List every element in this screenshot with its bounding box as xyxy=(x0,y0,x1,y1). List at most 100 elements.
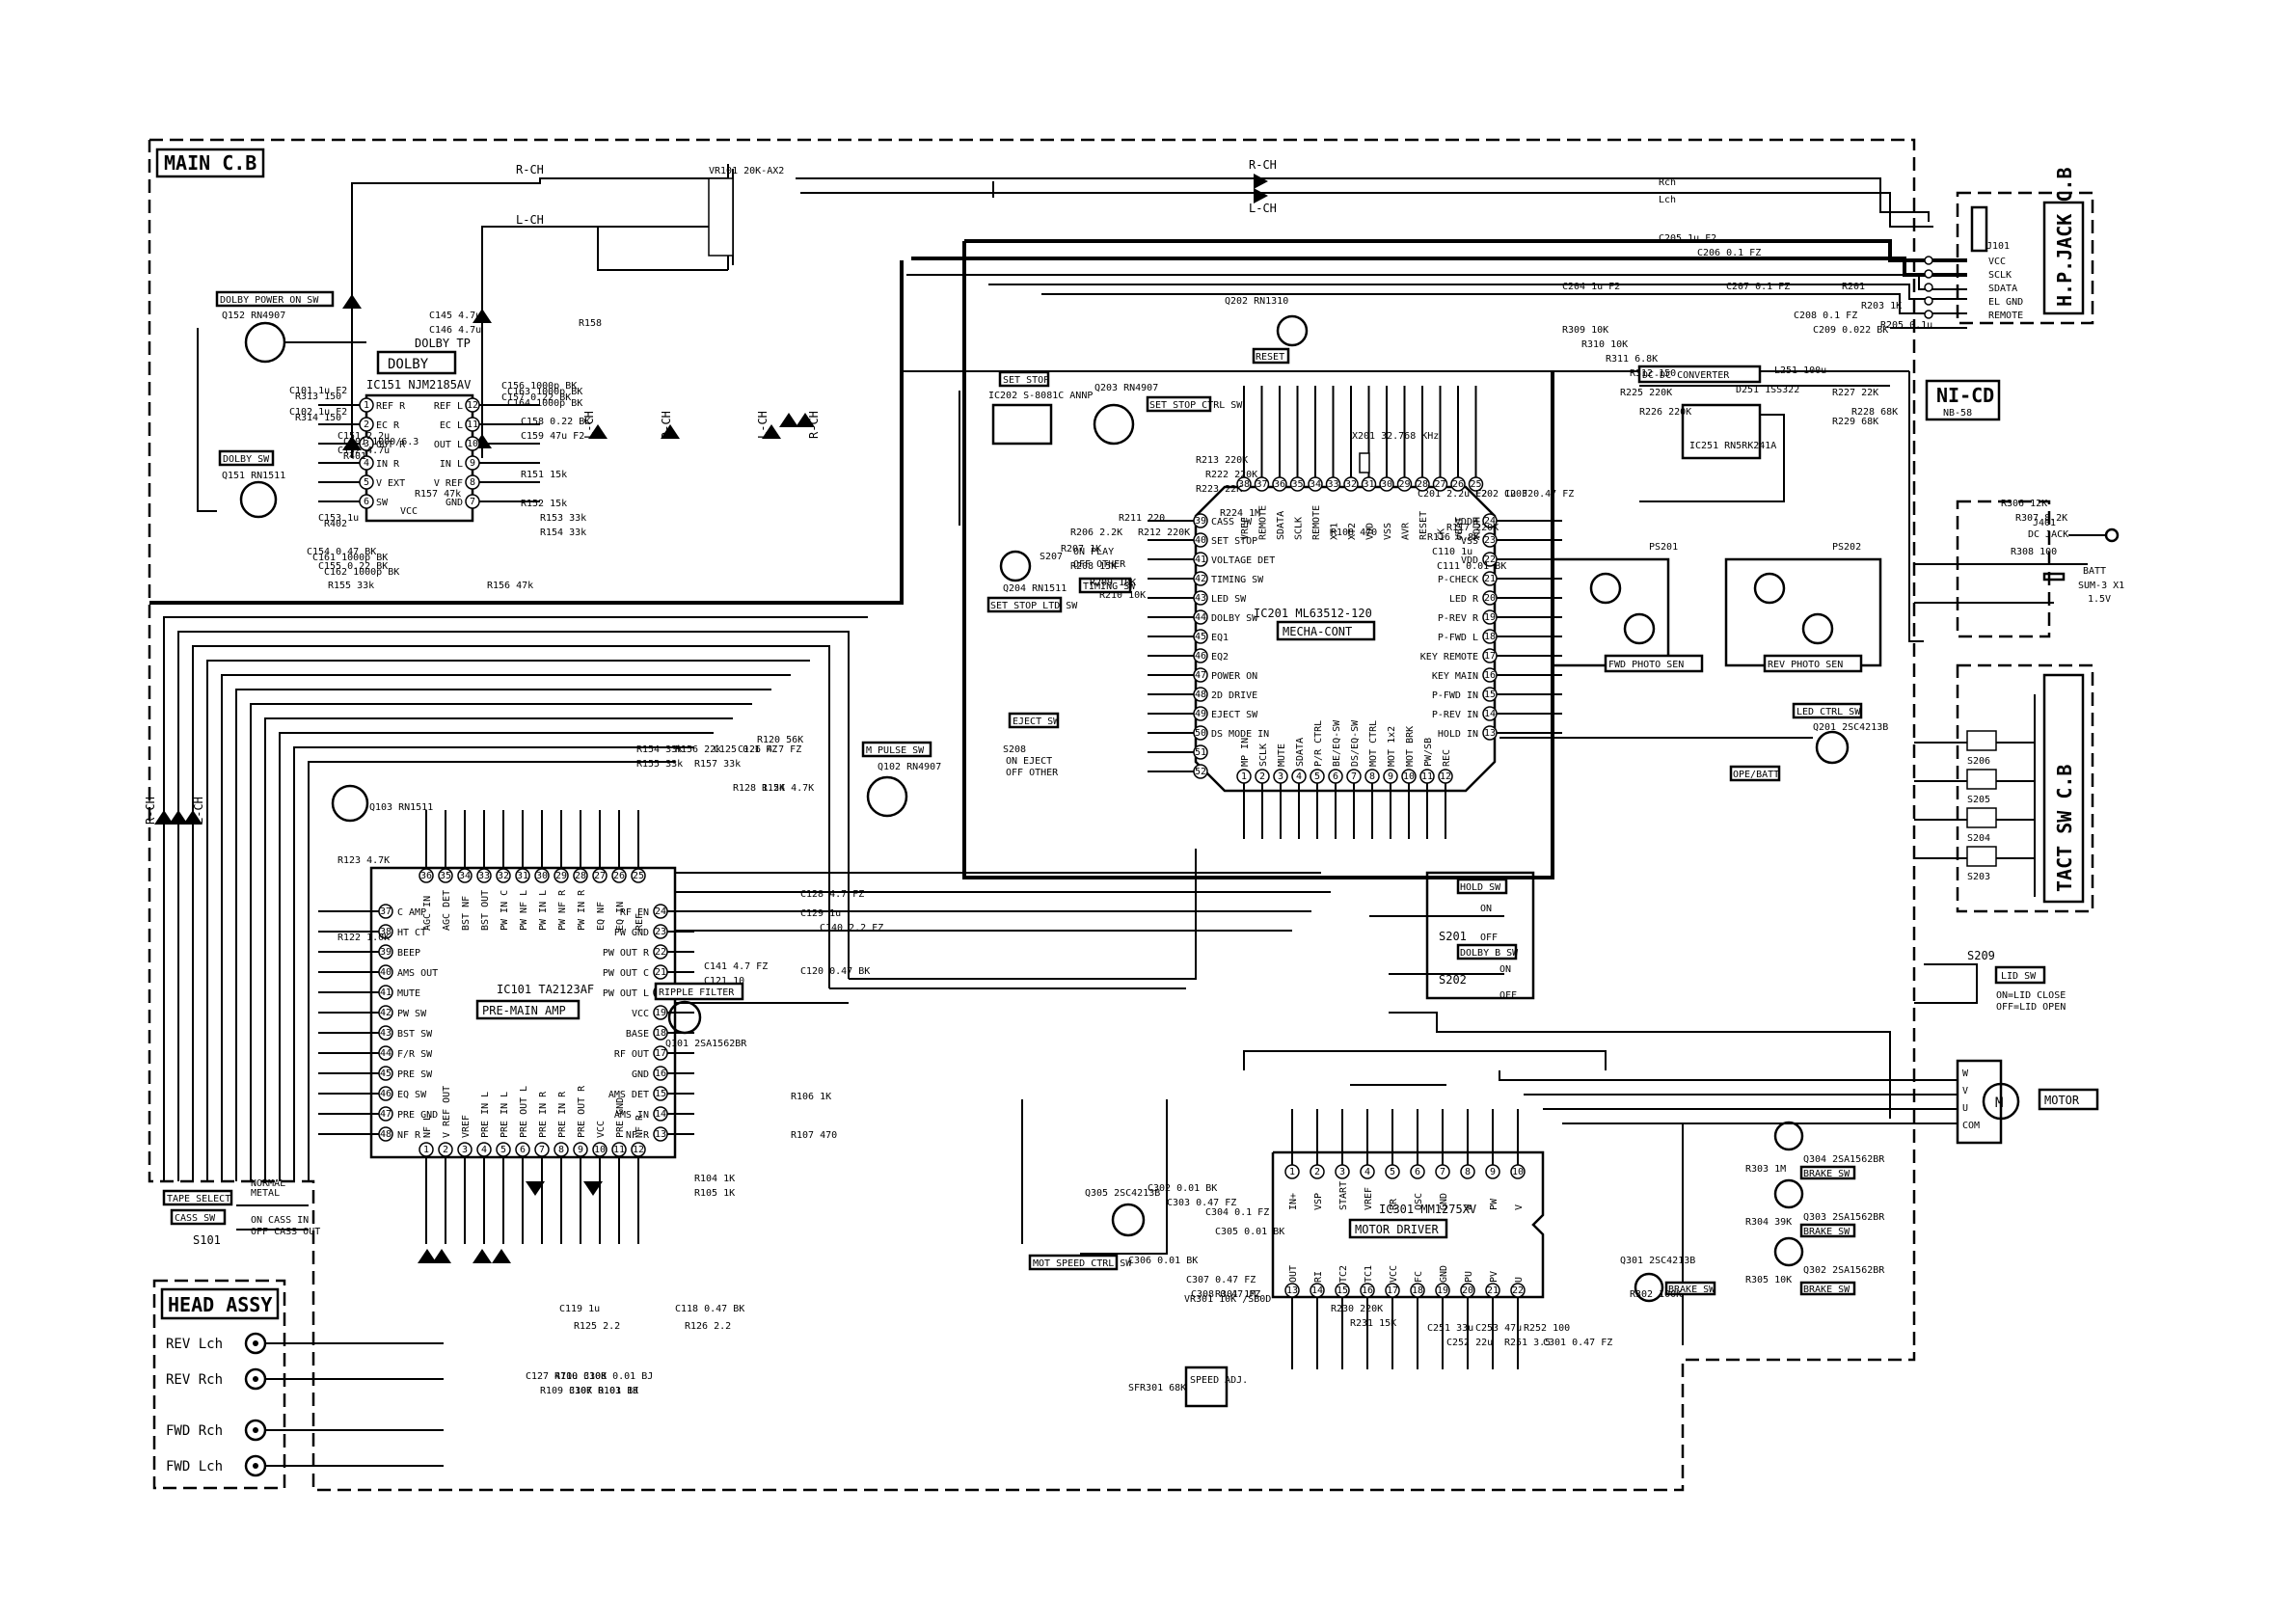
part-label: R211 220 xyxy=(1119,513,1165,524)
ic101-pin-label: BST NF xyxy=(461,896,472,931)
tact-switch xyxy=(1966,846,1997,867)
ic101-pin-num: 4 xyxy=(481,1145,487,1155)
svg-text:Lch: Lch xyxy=(1659,195,1676,205)
ic201-pin-label: LED R xyxy=(1449,594,1479,605)
part-label: C107 0.01 BJ xyxy=(569,1386,638,1396)
svg-text:SPEED ADJ.: SPEED ADJ. xyxy=(1190,1375,1248,1386)
part-label: R305 10K xyxy=(1745,1275,1792,1285)
ic201-pin-label: VOLTAGE DET xyxy=(1211,555,1275,566)
svg-text:R-CH: R-CH xyxy=(516,163,544,176)
ic201-pin-label: VREF xyxy=(1240,517,1251,540)
svg-text:J101: J101 xyxy=(1986,241,2010,252)
ic201-pin-num: 42 xyxy=(1195,574,1206,584)
svg-text:EJECT SW: EJECT SW xyxy=(1013,717,1060,727)
ic101-pin-num: 39 xyxy=(380,947,392,958)
ic101-pin-num: 10 xyxy=(594,1145,606,1155)
part-label: R206 2.2K xyxy=(1070,527,1122,538)
ic101-pin-num: 6 xyxy=(520,1145,526,1155)
part-label: R207 1K xyxy=(1061,544,1101,555)
part-label: R231 15K xyxy=(1350,1318,1396,1329)
ic201-pin-num: 31 xyxy=(1363,479,1374,490)
ic201-pin-num: 28 xyxy=(1417,479,1428,490)
part-label: R157 47k xyxy=(415,489,461,500)
part-label: R306 12K xyxy=(2001,499,2047,509)
part-label: C129 1u xyxy=(800,908,841,919)
part-label: C125 0.1 FZ xyxy=(714,744,777,755)
s209-lid-switch: S209 LID SW ON=LID CLOSE OFF=LID OPEN xyxy=(1914,949,2066,1013)
ic201-pin-num: 49 xyxy=(1195,709,1206,719)
part-label: C251 33u xyxy=(1427,1323,1473,1334)
part-label: R229 68K xyxy=(1832,417,1878,427)
ic201-pin-label: HOLD IN xyxy=(1438,729,1478,740)
svg-text:R-CH: R-CH xyxy=(1249,158,1277,172)
ic101-pin-num: 25 xyxy=(633,871,644,881)
motor-pin-label: U xyxy=(1962,1103,1968,1114)
ic101-pin-label: PRE OUT R xyxy=(577,1085,587,1138)
head-assy-label: HEAD ASSY xyxy=(160,1287,280,1320)
svg-text:RIPPLE FILTER: RIPPLE FILTER xyxy=(659,987,735,998)
ic201-pin-label: REC xyxy=(1442,749,1452,767)
svg-text:1.5V: 1.5V xyxy=(2088,594,2111,605)
ic101-pin-label: PW IN C xyxy=(500,890,510,931)
ic101-pin-label: GND xyxy=(632,1069,649,1080)
ic101-pin-label: VCC xyxy=(632,1009,649,1019)
q103-transistor: Q103 RN1511 xyxy=(331,784,433,823)
part-label: R213 220K xyxy=(1196,455,1248,466)
ic101-pin-num: 23 xyxy=(655,927,666,937)
ic151-pin-label: IN L xyxy=(440,459,463,470)
ic201-pin-label: P-REV IN xyxy=(1432,710,1478,720)
svg-text:DOLBY: DOLBY xyxy=(388,357,429,372)
ic101-pin-num: 15 xyxy=(655,1089,666,1099)
svg-text:ON CASS IN: ON CASS IN xyxy=(251,1215,309,1226)
part-label: R209 10K xyxy=(1090,578,1136,588)
ic101-pin-num: 47 xyxy=(380,1109,392,1120)
q302-transistor: Q302 2SA1562BR BRAKE SW xyxy=(1773,1236,1885,1296)
ic101-pin-label: C AMP xyxy=(397,907,426,918)
ic201-pin-label: EQ2 xyxy=(1211,652,1229,663)
part-label: C158 0.22 BK xyxy=(521,417,590,427)
ic101-pin-label: HT CT xyxy=(397,928,426,938)
ic101-pin-label: NF R xyxy=(397,1130,421,1141)
ic101-pin-num: 26 xyxy=(613,871,625,881)
part-label: R201 xyxy=(1842,282,1865,292)
part-label: C119 1u xyxy=(559,1304,600,1314)
head-row-label: FWD Rch xyxy=(166,1423,223,1439)
ic301-pin-num: 13 xyxy=(1286,1285,1298,1296)
dc-jack-battery: J401 DC JACK BATT SUM-3 X1 1.5V xyxy=(1914,518,2124,605)
ic301-pin-label: OUT xyxy=(1288,1265,1299,1283)
ic101-pin-num: 41 xyxy=(380,987,392,998)
ic151-pin-label: OUT R xyxy=(376,440,406,450)
part-label: R223 22K xyxy=(1196,484,1242,495)
ic101-pin-num: 3 xyxy=(462,1145,468,1155)
svg-text:IC202 S-8081C ANNP: IC202 S-8081C ANNP xyxy=(988,391,1093,401)
part-label: C151 2.2u xyxy=(338,431,390,442)
hp-jack-board-outline xyxy=(1956,191,2094,325)
part-label: C111 0.01 BK xyxy=(1437,561,1506,572)
ic201-pin-num: 45 xyxy=(1195,632,1206,642)
svg-text:NI-CD: NI-CD xyxy=(1936,384,1994,407)
svg-text:BRAKE SW: BRAKE SW xyxy=(1668,1285,1715,1295)
ic301-pin-label: TC2 xyxy=(1338,1265,1349,1283)
ic101-pin-label: PW GND xyxy=(614,928,649,938)
part-label: C121 10 xyxy=(704,976,744,987)
ic151-pin-num: 1 xyxy=(364,400,369,411)
svg-text:IC151 NJM2185AV: IC151 NJM2185AV xyxy=(366,378,471,392)
ic201-pin-num: 7 xyxy=(1351,771,1357,782)
svg-text:RESET: RESET xyxy=(1256,352,1284,363)
tact-sw-board-label: TACT SW C.B xyxy=(2042,673,2085,904)
ic201-pin-num: 9 xyxy=(1388,771,1393,782)
svg-text:NORMAL: NORMAL xyxy=(251,1178,285,1189)
part-label: C301 0.47 FZ xyxy=(1543,1338,1612,1348)
part-label: C401 1000/6.3 xyxy=(343,437,419,447)
svg-text:DC JACK: DC JACK xyxy=(2028,529,2068,540)
part-label: C118 0.47 BK xyxy=(675,1304,744,1314)
ic101-pin-label: PRE SW xyxy=(397,1069,433,1080)
svg-text:ON: ON xyxy=(1499,964,1511,975)
part-label: R310 10K xyxy=(1581,339,1628,350)
ic201-pin-num: 43 xyxy=(1195,593,1206,604)
ic101-pin-label: RF OUT xyxy=(614,1049,649,1060)
ic201-pin-label: VSS xyxy=(1461,536,1478,547)
part-label: C209 0.022 BK xyxy=(1813,325,1888,336)
ic101-pin-num: 44 xyxy=(380,1048,392,1059)
svg-text:Q301 2SC4213B: Q301 2SC4213B xyxy=(1620,1256,1695,1266)
